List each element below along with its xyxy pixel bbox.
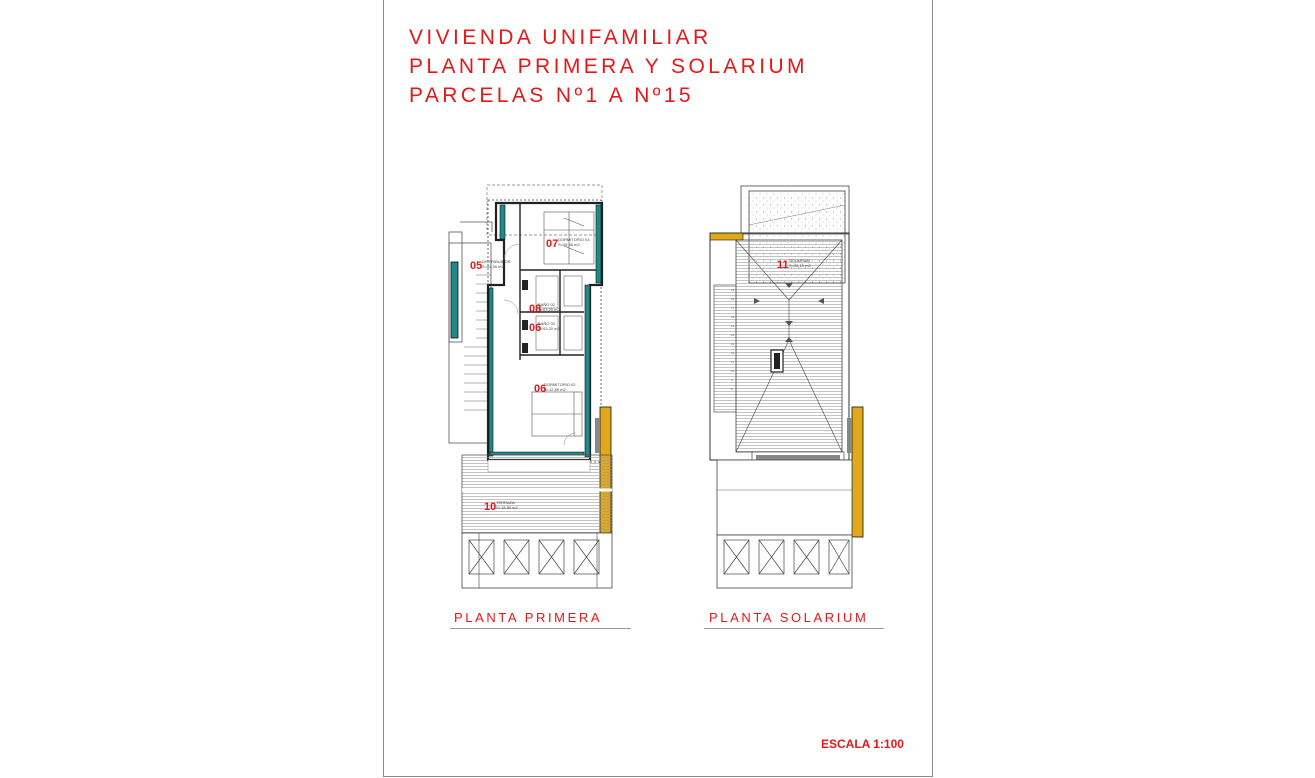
svg-text:S=03,20 m2: S=03,20 m2 — [538, 307, 560, 312]
svg-text:DORMITORIO 03: DORMITORIO 03 — [558, 237, 590, 242]
svg-text:SOLARIUM: SOLARIUM — [789, 258, 810, 263]
svg-text:16: 16 — [731, 315, 735, 319]
svg-text:11: 11 — [731, 360, 734, 364]
svg-text:9: 9 — [731, 378, 733, 382]
svg-text:13: 13 — [731, 342, 735, 346]
svg-text:S=28,10 m2: S=28,10 m2 — [789, 263, 811, 268]
caption-underline-solarium — [704, 628, 884, 629]
svg-text:06: 06 — [529, 322, 541, 334]
yellow-wall-solarium — [851, 406, 864, 538]
room-label-bano-03: 06 BAÑO 03 S=03,20 m2 — [529, 321, 560, 334]
svg-text:08: 08 — [529, 303, 541, 315]
title-line-1: VIVIENDA UNIFAMILIAR — [409, 26, 712, 49]
svg-text:12: 12 — [731, 351, 735, 355]
floor-plans-drawing: 05 DISTRIBUIDOR S=04,55 m2 07 DORMITORIO… — [448, 184, 864, 589]
skylight-boxes-solarium — [723, 539, 850, 575]
svg-text:S=03,20 m2: S=03,20 m2 — [538, 326, 560, 331]
svg-text:17: 17 — [731, 306, 735, 310]
svg-text:07: 07 — [546, 238, 558, 250]
svg-text:15: 15 — [731, 324, 735, 328]
caption-planta-solarium: PLANTA SOLARIUM — [709, 610, 869, 625]
room-label-dormitorio-02: 06 DORMITORIO 02 S=12,69 m2 — [534, 382, 576, 395]
svg-text:06: 06 — [534, 383, 546, 395]
svg-text:S=05,45 m2: S=05,45 m2 — [558, 242, 580, 247]
svg-text:S=12,69 m2: S=12,69 m2 — [544, 387, 566, 392]
svg-text:10: 10 — [484, 501, 496, 513]
room-label-terraza: 10 TERRAZA S=18,80 m2 — [484, 500, 518, 513]
title-line-3: PARCELAS Nº1 A Nº15 — [409, 84, 694, 107]
svg-text:S=04,55 m2: S=04,55 m2 — [482, 264, 504, 269]
svg-text:10: 10 — [731, 369, 735, 373]
bed-dorm02 — [531, 391, 583, 437]
room-label-solarium: 11 SOLARIUM S=28,10 m2 — [777, 258, 811, 271]
title-line-2: PLANTA PRIMERA Y SOLARIUM — [409, 55, 808, 78]
skylight-boxes-primera — [468, 539, 600, 575]
room-label-distribuidor: 05 DISTRIBUIDOR S=04,55 m2 — [470, 259, 511, 272]
plan-planta-primera — [448, 184, 613, 589]
svg-text:19: 19 — [731, 288, 735, 292]
scale-label: ESCALA 1:100 — [821, 737, 904, 751]
stair-steps-solarium: 19 18 17 16 15 14 13 12 11 10 9 8 — [731, 288, 735, 391]
solarium-hatch — [735, 239, 843, 453]
svg-text:8: 8 — [731, 387, 733, 391]
svg-text:11: 11 — [777, 259, 789, 271]
svg-text:DISTRIBUIDOR: DISTRIBUIDOR — [482, 259, 511, 264]
svg-text:05: 05 — [470, 260, 482, 272]
svg-text:TERRAZA: TERRAZA — [496, 500, 515, 505]
bed-dorm03 — [543, 211, 595, 265]
caption-underline-primera — [450, 628, 631, 629]
plan-planta-solarium: 19 18 17 16 15 14 13 12 11 10 9 8 — [709, 185, 864, 589]
svg-text:BAÑO 02: BAÑO 02 — [538, 302, 556, 307]
svg-text:14: 14 — [731, 333, 735, 337]
teal-wall-left — [450, 261, 459, 339]
caption-planta-primera: PLANTA PRIMERA — [454, 610, 603, 625]
drawing-sheet: VIVIENDA UNIFAMILIAR PLANTA PRIMERA Y SO… — [383, 0, 933, 777]
room-label-bano-02: 08 BAÑO 02 S=03,20 m2 — [529, 302, 560, 315]
svg-text:DORMITORIO 02: DORMITORIO 02 — [544, 382, 576, 387]
bathroom-fixtures — [522, 280, 528, 353]
yellow-wall-solarium-top — [709, 232, 744, 241]
room-label-dormitorio-03: 07 DORMITORIO 03 S=05,45 m2 — [546, 237, 590, 250]
svg-text:S=18,80 m2: S=18,80 m2 — [496, 505, 518, 510]
svg-text:BAÑO 03: BAÑO 03 — [538, 321, 556, 326]
svg-text:18: 18 — [731, 297, 735, 301]
